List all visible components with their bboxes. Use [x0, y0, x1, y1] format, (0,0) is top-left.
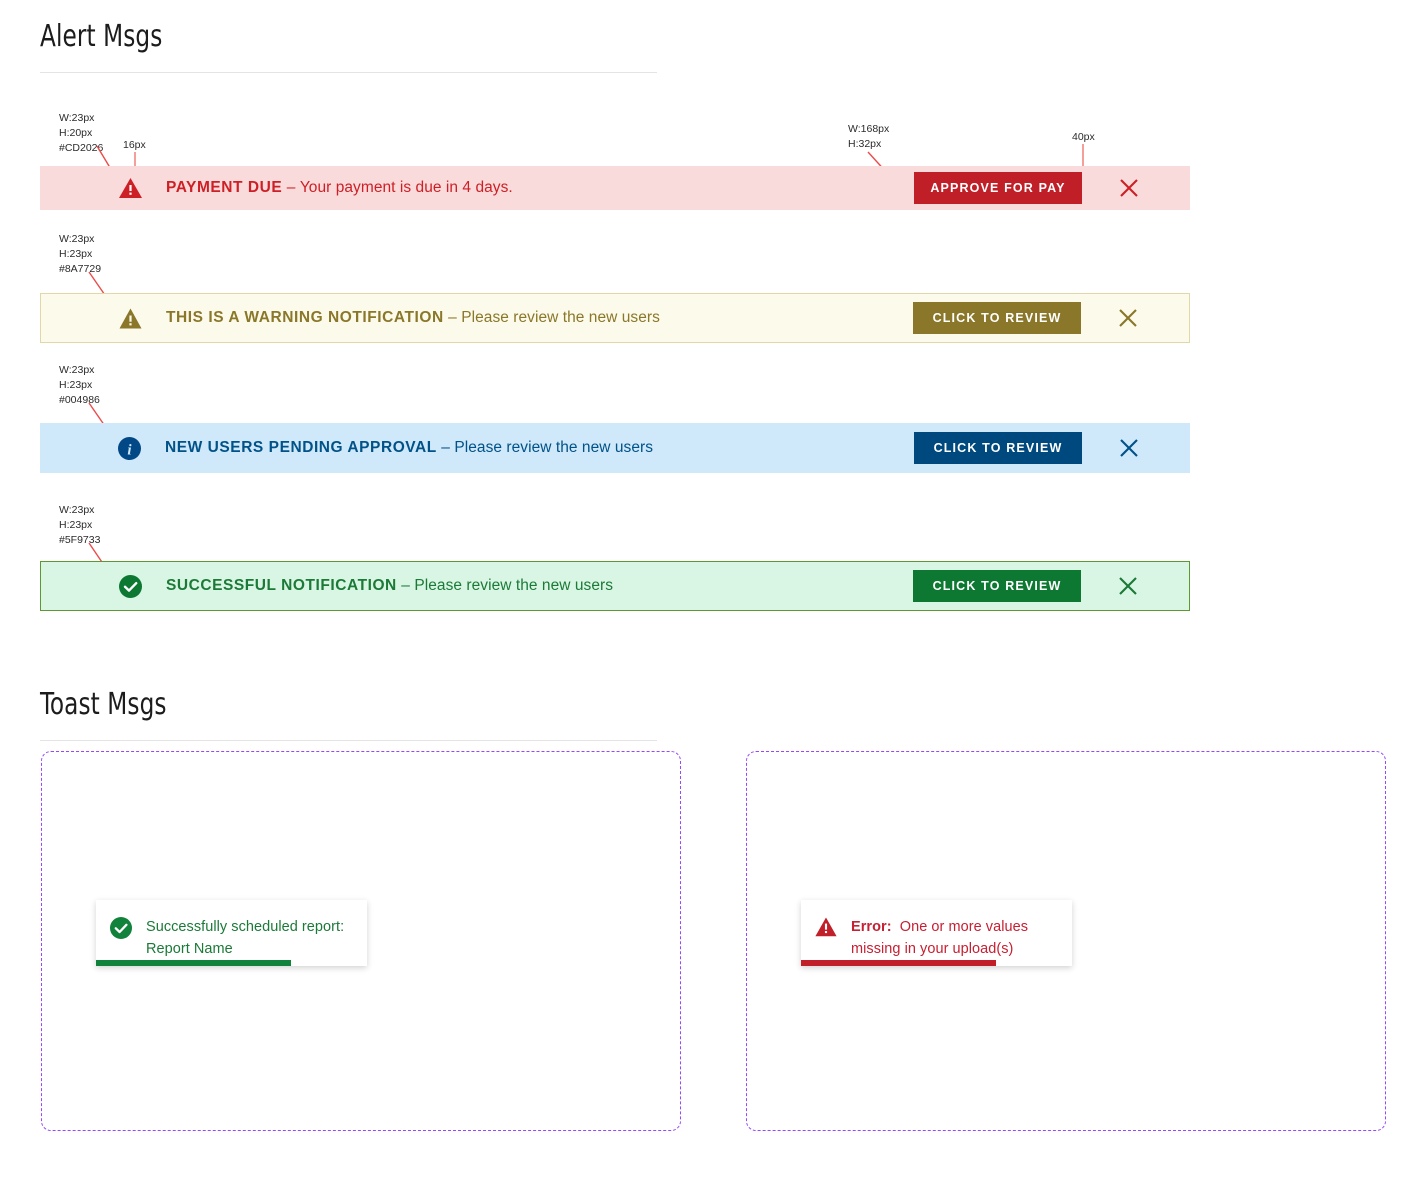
annotation-icon-width-2: W:23px — [59, 233, 95, 245]
click-to-review-button[interactable]: CLICK TO REVIEW — [914, 432, 1082, 464]
annotation-icon-height-2: H:23px — [59, 248, 93, 260]
alert-message: SUCCESSFUL NOTIFICATION – Please review … — [166, 578, 913, 594]
info-circle-icon: i — [109, 436, 149, 460]
annotation-icon-width-4: W:23px — [59, 504, 95, 516]
check-circle-icon — [110, 574, 150, 598]
alert-title: PAYMENT DUE — [166, 179, 283, 197]
toast-label: Error: — [851, 919, 892, 935]
alert-new-users-pending-approval[interactable]: i NEW USERS PENDING APPROVAL – Please re… — [40, 423, 1190, 473]
alert-message: NEW USERS PENDING APPROVAL – Please revi… — [165, 440, 914, 456]
alert-successful-notification[interactable]: SUCCESSFUL NOTIFICATION – Please review … — [40, 561, 1190, 611]
check-circle-icon — [110, 917, 132, 939]
annotation-icon-color-1: #CD2026 — [59, 142, 104, 154]
approve-for-pay-button[interactable]: APPROVE FOR PAY — [914, 172, 1082, 204]
warning-triangle-icon — [110, 178, 150, 198]
alert-description: Please review the new users — [414, 577, 614, 595]
alert-dash: – — [396, 577, 415, 595]
alert-description: Please review the new users — [461, 309, 660, 327]
toast-line-2: Report Name — [146, 941, 233, 957]
annotation-icon-color-2: #8A7729 — [59, 263, 102, 275]
click-to-review-button[interactable]: CLICK TO REVIEW — [913, 570, 1081, 602]
toast-line-1: One or more values — [899, 919, 1029, 935]
success-toast[interactable]: Successfully scheduled report: Report Na… — [96, 900, 367, 966]
alert-description: Please review the new users — [454, 439, 654, 457]
toast-placeholder-left: Successfully scheduled report: Report Na… — [41, 751, 681, 1131]
alerts-section-header: Alert Msgs — [40, 22, 657, 73]
alert-dash: – — [436, 439, 455, 457]
divider — [40, 740, 657, 741]
toast-line-2: missing in your upload(s) — [851, 941, 1014, 957]
alert-dash: – — [443, 309, 462, 327]
close-icon[interactable] — [1108, 298, 1148, 338]
annotation-icon-width-3: W:23px — [59, 364, 95, 376]
alert-description: Your payment is due in 4 days. — [299, 179, 513, 197]
close-icon[interactable] — [1108, 566, 1148, 606]
toast-progress-bar — [801, 960, 997, 966]
toast-placeholder-right: Error: One or more values missing in you… — [746, 751, 1386, 1131]
annotation-icon-height-1: H:20px — [59, 127, 93, 139]
annotation-icon-color-4: #5F9733 — [59, 534, 101, 546]
alert-title: THIS IS A WARNING NOTIFICATION — [166, 309, 444, 327]
annotation-button-width-1: W:168px — [848, 123, 890, 135]
alert-message: THIS IS A WARNING NOTIFICATION – Please … — [166, 310, 913, 326]
alert-title: NEW USERS PENDING APPROVAL — [165, 439, 437, 457]
alert-payment-due[interactable]: PAYMENT DUE – Your payment is due in 4 d… — [40, 166, 1190, 210]
alert-message: PAYMENT DUE – Your payment is due in 4 d… — [166, 180, 914, 196]
close-icon[interactable] — [1109, 428, 1149, 468]
section-title-toasts: Toast Msgs — [40, 687, 167, 722]
page-title: Alert Msgs — [40, 19, 163, 54]
toast-progress-bar — [96, 960, 292, 966]
alert-dash: – — [282, 179, 300, 197]
close-icon[interactable] — [1109, 168, 1149, 208]
annotation-icon-height-3: H:23px — [59, 379, 93, 391]
toast-message: Successfully scheduled report: Report Na… — [146, 916, 344, 960]
warning-triangle-icon — [815, 917, 837, 937]
annotation-close-size-1: 40px — [1072, 131, 1095, 143]
toasts-section-header: Toast Msgs — [40, 690, 657, 741]
click-to-review-button[interactable]: CLICK TO REVIEW — [913, 302, 1081, 334]
error-toast[interactable]: Error: One or more values missing in you… — [801, 900, 1072, 966]
alert-title: SUCCESSFUL NOTIFICATION — [166, 577, 397, 595]
annotation-icon-width-1: W:23px — [59, 112, 95, 124]
warning-triangle-icon — [110, 307, 150, 330]
annotation-button-height-1: H:32px — [848, 138, 882, 150]
divider — [40, 72, 657, 73]
toast-message: Error: One or more values missing in you… — [851, 916, 1028, 960]
toast-line-1: Successfully scheduled report: — [146, 919, 345, 935]
annotation-gap-1: 16px — [123, 139, 146, 151]
alert-warning-notification[interactable]: THIS IS A WARNING NOTIFICATION – Please … — [40, 293, 1190, 343]
svg-text:i: i — [127, 442, 132, 458]
annotation-icon-height-4: H:23px — [59, 519, 93, 531]
